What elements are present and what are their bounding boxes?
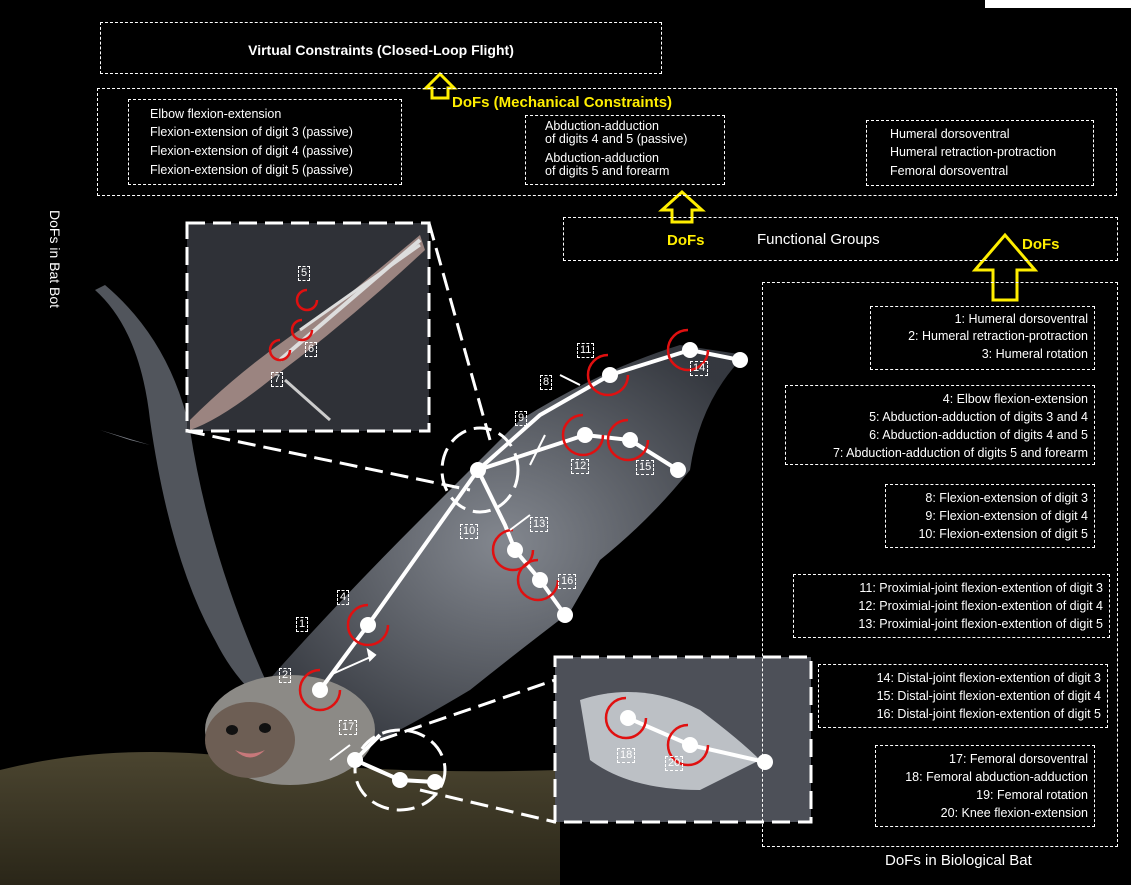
bot-group-2-line: of digits 4 and 5 (passive) xyxy=(545,132,687,146)
joint-label: 7 xyxy=(271,372,283,387)
bio-group-line: 13: Proximial-joint flexion-extention of… xyxy=(793,616,1103,633)
joint-label: 20 xyxy=(665,756,683,771)
bio-group-line: 20: Knee flexion-extension xyxy=(875,805,1088,822)
biological-bat-title: DoFs in Biological Bat xyxy=(885,852,1032,869)
bio-group-line: 18: Femoral abduction-adduction xyxy=(875,769,1088,786)
joint-label: 2 xyxy=(279,668,291,683)
bio-group-line: 9: Flexion-extension of digit 4 xyxy=(885,508,1088,525)
bio-group-line: 3: Humeral rotation xyxy=(870,346,1088,363)
joint-label: 4 xyxy=(337,590,349,605)
bio-group-line: 4: Elbow flexion-extension xyxy=(785,391,1088,408)
functional-dofs-label: DoFs xyxy=(667,232,705,249)
bot-group-2-line: Abduction-adduction xyxy=(545,151,659,165)
bio-group-line: 2: Humeral retraction-protraction xyxy=(870,328,1088,345)
bio-group-line: 7: Abduction-adduction of digits 5 and f… xyxy=(785,445,1088,462)
joint-label: 12 xyxy=(571,459,589,474)
bot-group-1-line: Elbow flexion-extension xyxy=(150,106,281,123)
bio-group-line: 8: Flexion-extension of digit 3 xyxy=(885,490,1088,507)
bio-group-line: 14: Distal-joint flexion-extention of di… xyxy=(818,670,1101,687)
virtual-constraints-title: Virtual Constraints (Closed-Loop Flight) xyxy=(100,42,662,58)
joint-label: 10 xyxy=(460,524,478,539)
functional-groups-title: Functional Groups xyxy=(757,231,880,248)
bot-group-3-line: Humeral dorsoventral xyxy=(890,126,1010,143)
bio-group-line: 15: Distal-joint flexion-extention of di… xyxy=(818,688,1101,705)
bot-group-1-line: Flexion-extension of digit 3 (passive) xyxy=(150,124,353,141)
biological-dofs-label: DoFs xyxy=(1022,236,1060,253)
joint-label: 5 xyxy=(298,266,310,281)
joint-label: 11 xyxy=(577,343,594,358)
joint-label: 14 xyxy=(690,361,708,376)
bat-head xyxy=(205,702,295,778)
joint-label: 18 xyxy=(617,748,635,763)
joint-label: 17 xyxy=(339,720,357,735)
joint-label: 1 xyxy=(296,617,308,632)
bio-group-line: 5: Abduction-adduction of digits 3 and 4 xyxy=(785,409,1088,426)
bio-group-line: 6: Abduction-adduction of digits 4 and 5 xyxy=(785,427,1088,444)
bot-group-3-line: Humeral retraction-protraction xyxy=(890,144,1056,161)
joint-label: 8 xyxy=(540,375,552,390)
bot-group-1-line: Flexion-extension of digit 5 (passive) xyxy=(150,162,353,179)
bio-group-line: 19: Femoral rotation xyxy=(875,787,1088,804)
bio-group-line: 10: Flexion-extension of digit 5 xyxy=(885,526,1088,543)
bio-group-line: 12: Proximial-joint flexion-extention of… xyxy=(793,598,1103,615)
bio-group-line: 11: Proximial-joint flexion-extention of… xyxy=(793,580,1103,597)
bio-group-line: 17: Femoral dorsoventral xyxy=(875,751,1088,768)
bot-group-2-line: of digits 5 and forearm xyxy=(545,164,669,178)
bot-group-2-line: Abduction-adduction xyxy=(545,119,659,133)
bat-bot-side-label: DoFs in Bat Bot xyxy=(45,210,63,330)
joint-label: 9 xyxy=(515,411,527,426)
joint-label: 15 xyxy=(636,460,654,475)
bot-group-3-line: Femoral dorsoventral xyxy=(890,163,1008,180)
joint-label: 6 xyxy=(305,342,317,357)
mechanical-constraints-title: DoFs (Mechanical Constraints) xyxy=(452,94,672,111)
bio-group-line: 16: Distal-joint flexion-extention of di… xyxy=(818,706,1101,723)
bio-group-line: 1: Humeral dorsoventral xyxy=(870,311,1088,328)
joint-label: 13 xyxy=(530,517,548,532)
joint-label: 16 xyxy=(558,574,576,589)
bot-group-1-line: Flexion-extension of digit 4 (passive) xyxy=(150,143,353,160)
